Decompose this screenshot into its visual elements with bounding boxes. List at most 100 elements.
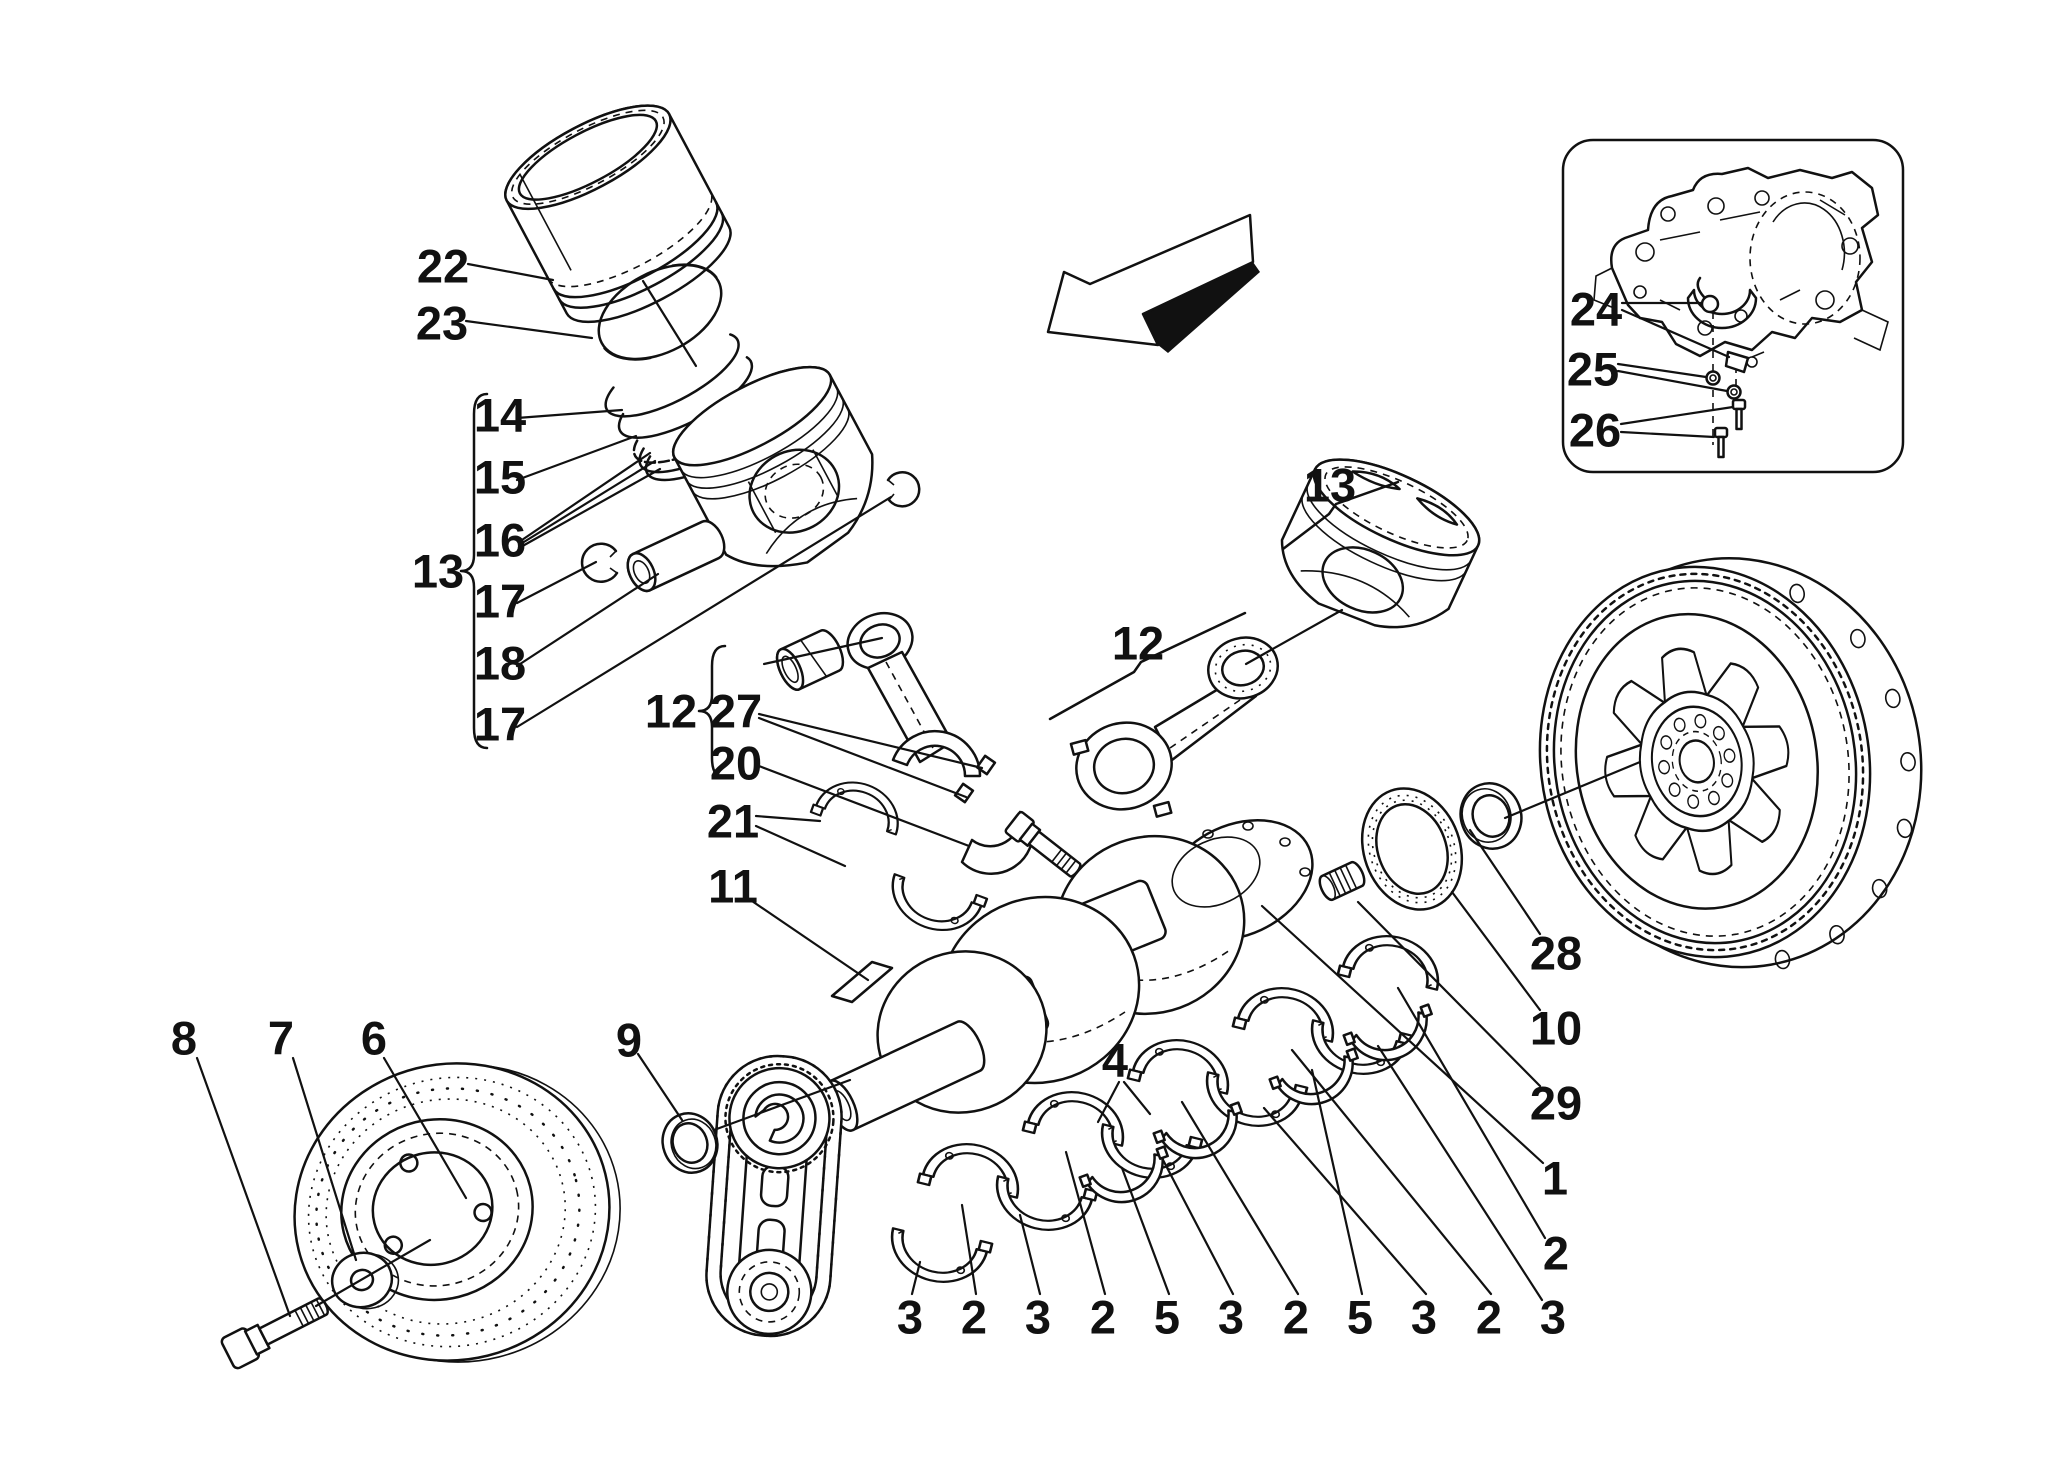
part-label: 22 [417,240,469,293]
jet-washer-drawing [1705,370,1742,400]
part-label: 15 [474,451,526,504]
leader-line-3 [1160,1156,1235,1296]
flywheel-drawing [1538,557,1923,970]
leader-line-3 [1262,1106,1428,1296]
leader-line-28-align [1503,760,1642,820]
leader-line-28 [1468,828,1542,936]
leader-line-9-align [712,1078,852,1132]
leader-line-26 [1619,430,1716,439]
leader-line-2 [1290,1048,1493,1296]
leader-line-16 [517,459,657,547]
engine-block-inset-drawing [1593,166,1889,445]
pulley-bolt-drawing [220,1297,329,1370]
part-label: 27 [710,685,762,738]
bracket-group-13 [459,392,489,750]
circlip-left-drawing [580,542,619,583]
front-seal-drawing [661,1112,719,1174]
leader-line-23 [464,319,594,340]
leader-line-21 [754,824,847,868]
part-label: 2 [1283,1291,1309,1344]
rear-seal-ring-drawing [1360,787,1464,911]
leader-line-15 [515,434,638,482]
leader-lines [195,262,1735,1318]
woodruff-key-drawing [830,960,894,1004]
leader-line-3 [1376,1044,1544,1302]
part-label: 21 [707,795,759,848]
part-label: 3 [1218,1291,1244,1344]
part-label: 24 [1570,283,1622,336]
bracket-group-12 [1048,611,1247,721]
leader-line-pulley-align [314,1238,432,1308]
bracket-group-12 [697,644,727,780]
leader-line-26 [1619,405,1735,426]
leader-line-11 [747,897,870,982]
threaded-plug-drawing [1318,860,1366,902]
leader-line-23-align [641,279,698,368]
bracket-group-13 [1281,480,1400,551]
leader-line-17 [515,495,893,729]
part-label: 23 [416,297,468,350]
leader-line-24 [1620,308,1731,359]
part-label: 13 [1304,459,1356,512]
part-label: 17 [474,575,526,628]
part-label: 16 [474,514,526,567]
part-label: 3 [897,1291,923,1344]
leader-line-2 [1180,1100,1300,1296]
group-brackets [459,392,1400,780]
leader-line-22 [466,262,555,282]
leader-line-14 [515,408,624,420]
leader-line-3 [910,1260,922,1296]
jet-bolt-drawing [1713,398,1747,459]
part-label: 1 [1542,1152,1568,1205]
leader-line-1 [1260,904,1545,1165]
part-label: 14 [474,389,526,442]
damper-pulley-drawing [293,1062,621,1363]
leader-line-6 [382,1056,468,1200]
part-label: 3 [1025,1291,1051,1344]
timing-chain-drawing [705,1054,843,1338]
part-label: 10 [1530,1002,1582,1055]
leader-line-4 [1122,1080,1152,1116]
leader-line-20 [757,764,971,848]
cylinder-liner-drawing [504,104,732,324]
leader-line-27 [757,716,968,799]
leader-line-bushing-align [762,636,884,666]
part-label: 17 [474,698,526,751]
part-label: 29 [1530,1077,1582,1130]
leader-line-21 [754,814,822,823]
leader-line-17 [515,560,598,605]
part-label: 20 [710,737,762,790]
inset-box [1561,138,1905,474]
part-label: 3 [1411,1291,1437,1344]
part-label: 13 [412,545,464,598]
leader-line-2 [1396,986,1547,1240]
part-label: 11 [708,860,758,913]
part-label: 2 [961,1291,987,1344]
piston-left-drawing [671,365,874,568]
part-label: 25 [1567,343,1619,396]
wrist-pin-drawing [626,519,726,593]
leader-line-25 [1616,369,1729,393]
part-label: 3 [1540,1291,1566,1344]
part-label: 18 [474,637,526,690]
leader-line-5 [1120,1166,1171,1296]
leader-line-5 [1310,1068,1364,1296]
part-label: 5 [1154,1291,1180,1344]
leader-line-29 [1356,900,1542,1088]
part-label: 12 [1112,617,1164,670]
leader-line-rod-align [1244,608,1344,666]
leader-line-25 [1616,362,1708,379]
leader-line-9 [636,1052,684,1122]
leader-line-16 [517,451,652,544]
leader-line-2 [1064,1150,1107,1296]
part-label: 6 [361,1012,387,1065]
part-label: 9 [616,1014,642,1067]
liner-seal-ring-drawing [597,263,723,361]
circlip-right-drawing [886,471,921,508]
part-label: 7 [268,1012,294,1065]
leader-line-4 [1096,1080,1121,1124]
part-label: 4 [1102,1034,1128,1087]
part-label: 2 [1090,1291,1116,1344]
